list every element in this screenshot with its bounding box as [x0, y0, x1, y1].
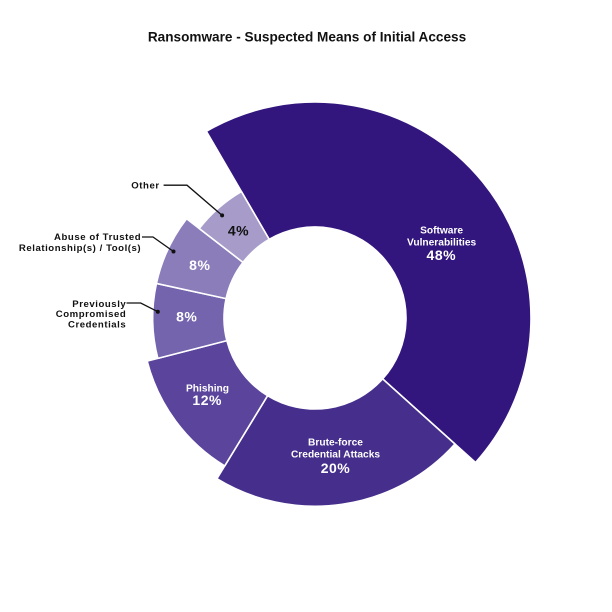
svg-text:Vulnerabilities: Vulnerabilities: [407, 238, 477, 249]
svg-text:8%: 8%: [189, 257, 210, 273]
svg-text:Phishing: Phishing: [186, 383, 229, 394]
svg-text:Ransomware - Suspected Means o: Ransomware - Suspected Means of Initial …: [148, 29, 466, 44]
svg-text:Abuse of Trusted: Abuse of Trusted: [54, 232, 141, 243]
svg-text:8%: 8%: [176, 309, 197, 325]
svg-text:Compromised: Compromised: [56, 309, 127, 320]
svg-text:Credential Attacks: Credential Attacks: [291, 450, 380, 461]
svg-text:Relationship(s) / Tool(s): Relationship(s) / Tool(s): [19, 243, 141, 254]
svg-text:4%: 4%: [228, 223, 249, 239]
svg-text:Previously: Previously: [72, 299, 126, 310]
svg-text:Brute-force: Brute-force: [308, 437, 363, 448]
svg-text:Software: Software: [420, 225, 463, 236]
svg-text:20%: 20%: [321, 460, 351, 476]
svg-text:Other: Other: [131, 180, 159, 191]
svg-text:48%: 48%: [427, 247, 457, 263]
svg-text:Credentials: Credentials: [68, 319, 126, 330]
svg-text:12%: 12%: [192, 392, 222, 408]
